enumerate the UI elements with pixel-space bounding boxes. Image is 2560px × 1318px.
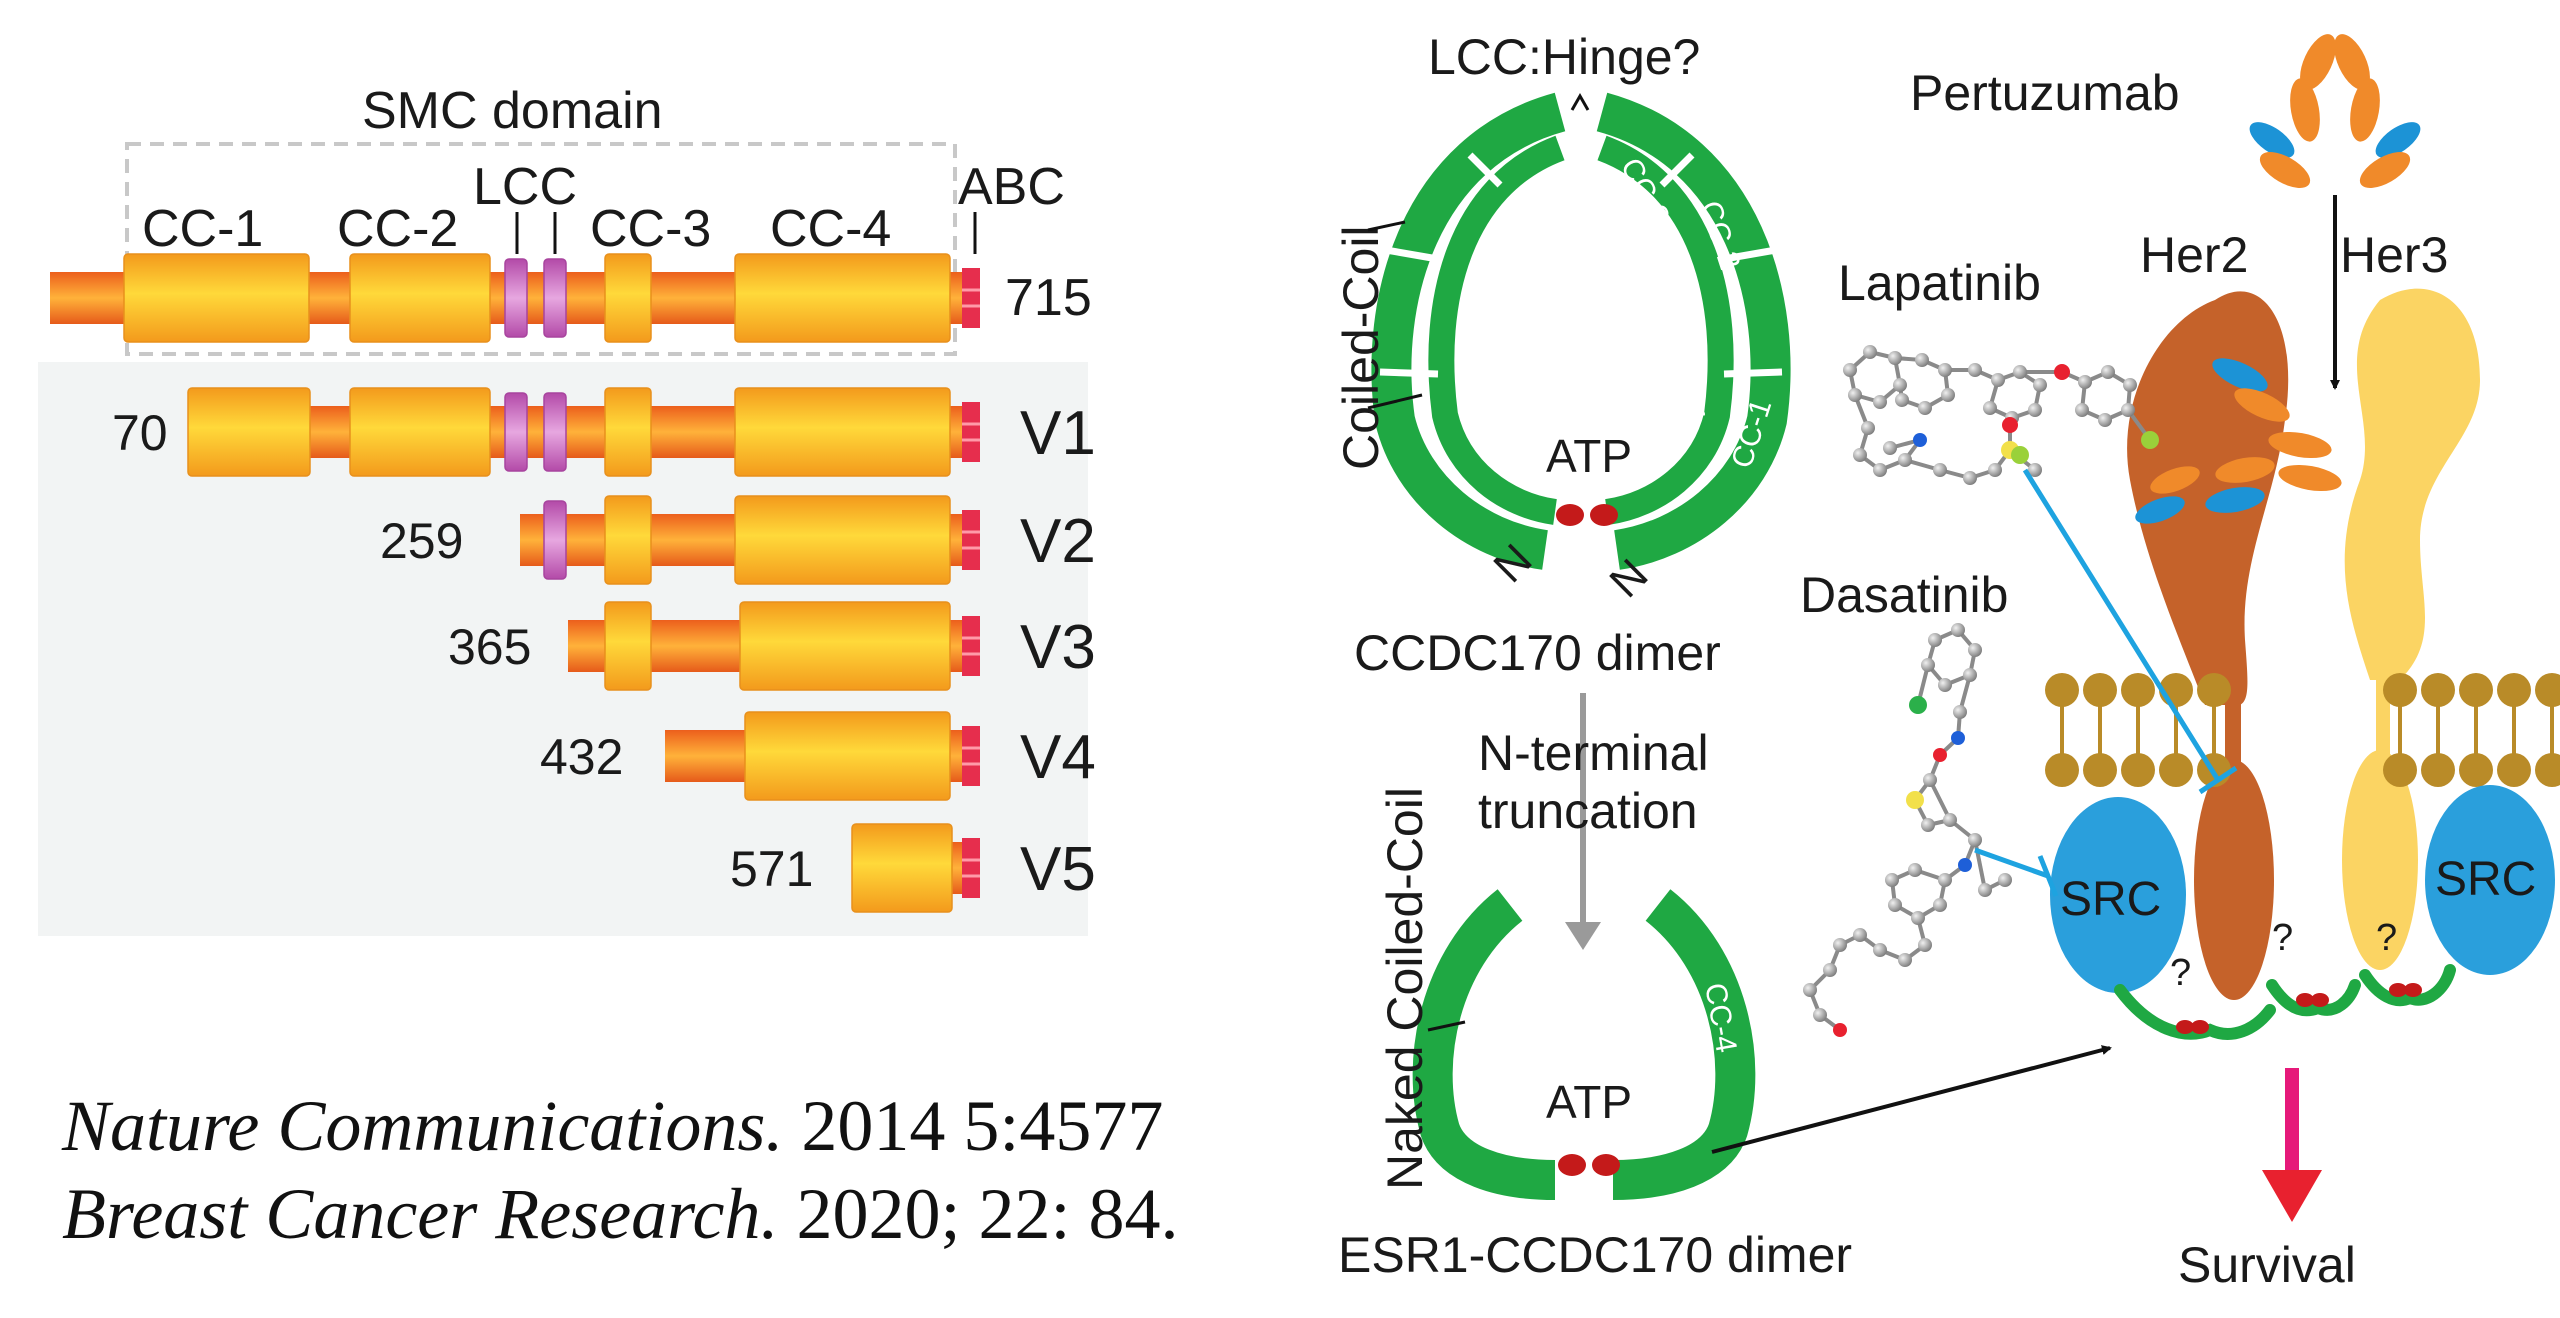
atp-label-bottom: ATP [1546,1076,1632,1128]
ccdc170-dimer-diagram: LCC:Hinge? CC-3 CC-2 CC-4 CC-1 Coiled-Co… [1333,29,2112,1283]
right-arm-outer [1596,92,1791,570]
lcc-label: LCC [473,158,577,216]
variant-start-2: 259 [380,513,463,569]
variant-v5-bar [851,823,980,913]
variant-v3-bar [568,601,980,691]
coiled-coil-pointer-1 [1367,220,1406,232]
atp-label-top: ATP [1546,430,1632,482]
variant-v4-bar [665,711,980,801]
naked-coiled-coil-pointer [1427,1020,1466,1032]
src-right-blob [2425,785,2555,975]
reference-2: Breast Cancer Research. 2020; 22: 84. [62,1178,1179,1250]
lapatinib-molecule-icon [1843,345,2159,485]
atp-right-bottom [1592,1154,1620,1176]
variant-name-1: V1 [1020,399,1096,468]
variant-v2-bar [520,495,980,585]
protein-bars: 70 V1 259 V2 365 V3 432 V4 571 V5 [50,253,1096,913]
lapatinib-label: Lapatinib [1838,255,2041,311]
ccdc170-atp-marks [2176,983,2422,1034]
dasatinib-inhibition-line [1974,847,2059,897]
full-length-number: 715 [1005,269,1092,327]
variant-start-3: 365 [448,619,531,675]
cc1-label: CC-1 [142,200,263,258]
naked-coiled-coil-label: Naked Coiled-Coil [1377,787,1433,1190]
survival-label: Survival [2178,1237,2356,1293]
naked-right-arm [1612,889,1756,1200]
reference-2-journal: Breast Cancer Research. [62,1174,779,1254]
dasatinib-molecule-icon [1803,623,2012,1037]
segment-gaps [1379,152,1783,378]
esr1-ccdc170-dimer-title: ESR1-CCDC170 dimer [1338,1227,1852,1283]
atp-left-top [1556,504,1584,526]
her2-label: Her2 [2140,227,2248,283]
full-length-bar [50,253,980,343]
reference-1: Nature Communications. 2014 5:4577 [62,1090,1163,1162]
ccdc170-dimer-title: CCDC170 dimer [1354,625,1721,681]
pertuzumab-antibody-icon [2249,34,2421,188]
left-arm-inner [1428,135,1565,525]
truncation-line2: truncation [1478,783,1698,839]
cell-membrane [2045,673,2560,787]
truncation-line1: N-terminal [1478,725,1709,781]
question-mark-1: ? [2170,952,2191,994]
variant-name-3: V3 [1020,613,1096,682]
survival-arrow-head [2262,1170,2322,1222]
coiled-coil-label: Coiled-Coil [1333,225,1389,470]
question-mark-3: ? [2376,917,2397,959]
truncation-arrow-head [1565,922,1601,950]
cc4-label: CC-4 [770,200,891,258]
src-left-label: SRC [2060,873,2161,926]
dasatinib-label: Dasatinib [1800,567,2008,623]
abc-label: ABC [958,158,1065,216]
reference-2-detail: 2020; 22: 84. [778,1174,1179,1254]
ccdc170-bound-dimers [2114,964,2456,1040]
variant-v1-bar [187,387,980,477]
smc-domain-box [125,142,957,356]
variant-start-4: 432 [540,729,623,785]
variant-name-4: V4 [1020,723,1096,792]
coiled-coil-pointer-2 [1367,393,1423,410]
right-arm-inner [1597,135,1734,525]
variant-name-5: V5 [1020,835,1096,904]
survival-arrow-shaft [2285,1068,2299,1178]
smc-domain-label: SMC domain [362,82,663,140]
domain-architecture-panel: SMC domain CC-1 CC-2 LCC CC-3 CC-4 ABC 7… [38,82,1096,936]
lcc-hinge-label: LCC:Hinge? [1428,29,1700,85]
reference-1-journal: Nature Communications. [62,1086,784,1166]
her2-pathway-diagram: Pertuzumab Her2 Her3 [1800,34,2560,1293]
lapatinib-inhibition-line [2022,468,2238,795]
bound-pertuzumab-icon [2135,358,2342,524]
src-right-label: SRC [2435,853,2536,906]
question-mark-2: ? [2272,917,2293,959]
variant-start-1: 70 [112,405,168,461]
naked-left-arm [1412,889,1556,1200]
dimer-to-pathway-arrow [1711,1045,2112,1154]
cc2-label: CC-2 [337,200,458,258]
hinge-caret [1570,92,1590,111]
left-arm-outer [1371,92,1566,570]
pertuzumab-label: Pertuzumab [1910,65,2180,121]
src-left-blob [2050,797,2186,993]
variant-start-5: 571 [730,841,813,897]
her3-label: Her3 [2340,227,2448,283]
cc3-label: CC-3 [590,200,711,258]
variant-name-2: V2 [1020,507,1096,576]
atp-left-bottom [1558,1154,1586,1176]
atp-right-top [1590,504,1618,526]
cc4-arm-label: CC-4 [1675,349,1710,420]
reference-1-detail: 2014 5:4577 [783,1086,1164,1166]
